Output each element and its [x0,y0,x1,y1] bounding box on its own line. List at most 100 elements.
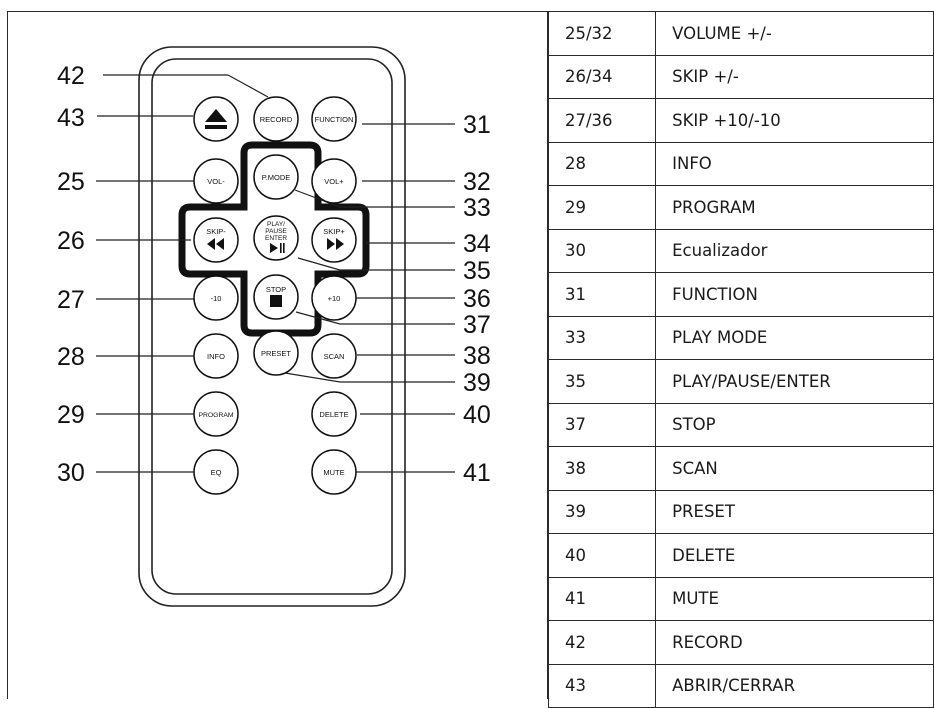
callout-41: 41 [463,459,491,487]
legend-number: 39 [547,489,657,534]
legend-number: 25/32 [547,11,657,56]
play-pause-enter-button[interactable] [253,215,299,261]
vol-plus-button[interactable] [311,158,357,204]
leader-lines [96,74,455,473]
legend-number: 41 [547,576,657,621]
skip-plus-label: SKIP+ [323,227,345,236]
play-label-line2: PAUSE [265,228,287,235]
info-button[interactable] [193,333,239,379]
callout-29: 29 [57,401,85,429]
callout-39: 39 [463,369,491,397]
callout-43: 43 [57,104,85,132]
legend-label: PROGRAM [655,185,934,230]
info-label: INFO [207,352,225,361]
legend-label: ABRIR/CERRAR [655,663,934,708]
preset-button[interactable] [253,330,299,376]
vol-minus-button[interactable] [193,158,239,204]
function-button[interactable] [311,96,357,142]
legend-number: 37 [547,402,657,447]
legend-number: 35 [547,359,657,404]
legend-number: 31 [547,272,657,317]
stop-label: STOP [266,285,286,294]
record-button[interactable] [253,96,299,142]
legend-label: FUNCTION [655,272,934,317]
plus10-button[interactable] [311,275,357,321]
callout-27: 27 [57,286,85,314]
legend-label: RECORD [655,620,934,665]
legend-label: SCAN [655,446,934,491]
callout-32: 32 [463,168,491,196]
eq-button[interactable] [193,449,239,495]
legend-label: MUTE [655,576,934,621]
mute-button[interactable] [311,449,357,495]
callout-33: 33 [463,194,491,222]
minus10-button[interactable] [193,275,239,321]
legend-label: Ecualizador [655,228,934,273]
legend-label: INFO [655,141,934,186]
scan-button[interactable] [311,333,357,379]
callout-35: 35 [463,257,491,285]
delete-button[interactable] [311,391,357,437]
program-button[interactable] [193,391,239,437]
play-pause-icon [270,243,285,253]
callout-40: 40 [463,401,491,429]
skip-plus-button[interactable] [311,217,357,263]
scan-label: SCAN [324,352,345,361]
vol-plus-label: VOL+ [324,177,344,186]
legend-label: PLAY MODE [655,315,934,360]
callout-36: 36 [463,285,491,313]
pmode-button[interactable] [253,154,299,200]
legend-label: SKIP +/- [655,54,934,99]
callout-25: 25 [57,168,85,196]
legend-number: 40 [547,533,657,578]
callout-38: 38 [463,342,491,370]
callout-26: 26 [57,227,85,255]
remote-body-inner [151,58,393,595]
eject-icon [205,109,227,129]
vol-minus-label: VOL- [207,177,225,186]
play-label-line1: PLAY/ [267,221,285,228]
rewind-icon [207,238,224,250]
play-label-line3: ENTER [265,235,287,242]
program-label: PROGRAM [198,412,233,419]
legend-number: 26/34 [547,54,657,99]
remote-body-outer [138,46,406,607]
skip-minus-button[interactable] [193,217,239,263]
stop-icon [270,295,282,307]
record-label: RECORD [260,115,293,124]
minus10-label: -10 [211,294,222,303]
callout-34: 34 [463,230,491,258]
preset-label: PRESET [261,349,291,358]
legend-label: PRESET [655,489,934,534]
legend-label: DELETE [655,533,934,578]
callout-28: 28 [57,343,85,371]
callout-42: 42 [57,62,85,90]
callout-37: 37 [463,311,491,339]
legend-number: 27/36 [547,98,657,143]
legend-label: STOP [655,402,934,447]
eq-label: EQ [211,468,222,477]
skip-minus-label: SKIP- [206,227,226,236]
legend-number: 30 [547,228,657,273]
legend-label: PLAY/PAUSE/ENTER [655,359,934,404]
mute-label: MUTE [323,468,344,477]
delete-label: DELETE [319,410,348,419]
function-label: FUNCTION [315,115,354,124]
plus10-label: +10 [328,294,341,303]
